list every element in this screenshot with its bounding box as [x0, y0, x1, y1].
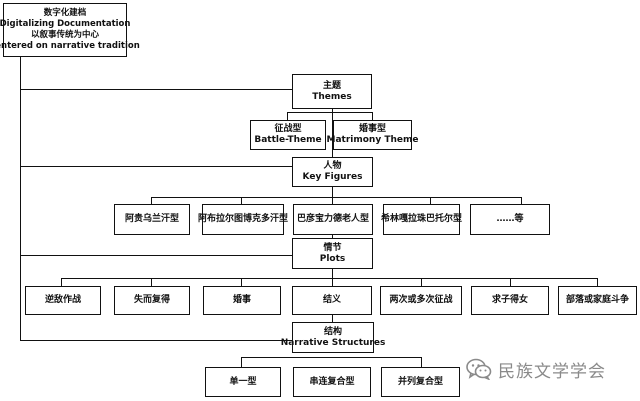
- figures-title-zh: 人物: [323, 161, 342, 171]
- connector-theme-2: [372, 112, 373, 120]
- connector-root-plots: [20, 255, 292, 256]
- connector-figure-2: [241, 197, 242, 204]
- structure-item-label: 串连复合型: [309, 376, 355, 387]
- plots-title-en: Plots: [319, 253, 346, 264]
- themes-title-en: Themes: [312, 91, 352, 102]
- figure-item: 阿布拉尔图博克多汗型: [198, 204, 288, 235]
- watermark-text: 民族文学学会: [498, 361, 606, 382]
- connector-plot-2: [151, 278, 152, 286]
- plot-item-label: 失而复得: [133, 295, 170, 305]
- plot-item: 部落或家庭斗争: [558, 286, 637, 315]
- connector-figure-1: [151, 197, 152, 204]
- structure-item: 并列复合型: [381, 367, 460, 397]
- theme-item: 征战型 Battle-Theme: [250, 120, 326, 150]
- structure-item: 串连复合型: [293, 367, 371, 397]
- themes-title-zh: 主题: [322, 80, 341, 91]
- root-title-en: Digitalizing Documentation: [0, 19, 131, 29]
- connector-structure-3: [421, 357, 422, 367]
- figures-node: 人物 Key Figures: [292, 157, 373, 187]
- theme-item-zh: 征战型: [274, 124, 302, 134]
- connector-plot-3: [241, 278, 242, 286]
- plot-item-label: 婚事: [232, 295, 251, 305]
- connector-theme-bar: [287, 112, 372, 113]
- connector-figure-3: [430, 197, 431, 204]
- theme-item-zh: 婚事型: [358, 124, 386, 134]
- connector-plot-bar: [61, 278, 597, 279]
- figure-item: 巴彦宝力德老人型: [293, 204, 373, 235]
- watermark: 民族文学学会: [466, 354, 636, 384]
- themes-node: 主题 Themes: [292, 74, 372, 109]
- connector-structure-bar: [241, 357, 421, 358]
- structures-title-zh: 结构: [323, 326, 342, 337]
- connector-theme-1: [287, 112, 288, 120]
- plot-item-label: 逆敌作战: [44, 295, 81, 305]
- connector-plot-5: [421, 278, 422, 286]
- plot-item-label: 部落或家庭斗争: [565, 295, 629, 305]
- plot-item-label: 求子得女: [491, 295, 528, 305]
- structures-node: 结构 Narrative Structures: [281, 322, 385, 353]
- figure-item: 阿贵乌兰汗型: [114, 204, 190, 235]
- figure-item: ……等: [470, 204, 550, 235]
- connector-plot-1: [61, 278, 62, 286]
- connector-structure-1: [241, 357, 242, 367]
- connector-root-figures: [20, 166, 292, 167]
- structure-item: 单一型: [205, 367, 281, 397]
- theme-item-en: Battle-Theme: [254, 135, 322, 145]
- plot-item-label: 结义: [322, 295, 341, 305]
- structures-title-en: Narrative Structures: [280, 337, 386, 348]
- connector-plot-7: [597, 278, 598, 286]
- root-subtitle-en: centered on narrative tradition: [0, 41, 140, 51]
- theme-item-en: Matrimony Theme: [326, 135, 419, 145]
- structure-item-label: 单一型: [229, 376, 257, 387]
- connector-figure-bar: [151, 197, 521, 198]
- figures-title-en: Key Figures: [302, 172, 363, 182]
- root-subtitle-zh: 以叙事传统为中心: [30, 30, 99, 40]
- root-node: 数字化建档 Digitalizing Documentation 以叙事传统为中…: [0, 3, 140, 57]
- figure-item-label: 希林嘎拉珠巴托尔型: [381, 214, 463, 224]
- wechat-icon: [466, 358, 492, 380]
- plot-item-label: 两次或多次征战: [389, 295, 453, 305]
- root-title-zh: 数字化建档: [43, 8, 87, 18]
- connector-root-themes: [20, 89, 292, 90]
- connector-root-structures: [20, 340, 292, 341]
- figure-item: 希林嘎拉珠巴托尔型: [381, 204, 463, 235]
- structure-item-label: 并列复合型: [397, 376, 443, 387]
- connector-plot-6: [510, 278, 511, 286]
- plot-item: 婚事: [203, 286, 281, 315]
- plot-item: 逆敌作战: [25, 286, 101, 315]
- connector-root-trunk: [20, 57, 21, 340]
- plots-node: 情节 Plots: [292, 238, 373, 269]
- plot-item: 两次或多次征战: [380, 286, 462, 315]
- figure-item-label: 阿布拉尔图博克多汗型: [198, 214, 289, 224]
- figure-item-label: 阿贵乌兰汗型: [124, 214, 179, 224]
- connector-figure-4: [521, 197, 522, 204]
- theme-item: 婚事型 Matrimony Theme: [327, 120, 418, 150]
- plots-title-zh: 情节: [323, 242, 342, 253]
- plot-item: 结义: [292, 286, 372, 315]
- figure-item-label: ……等: [496, 214, 524, 224]
- figure-item-label: 巴彦宝力德老人型: [296, 214, 369, 224]
- plot-item: 求子得女: [471, 286, 549, 315]
- plot-item: 失而复得: [114, 286, 190, 315]
